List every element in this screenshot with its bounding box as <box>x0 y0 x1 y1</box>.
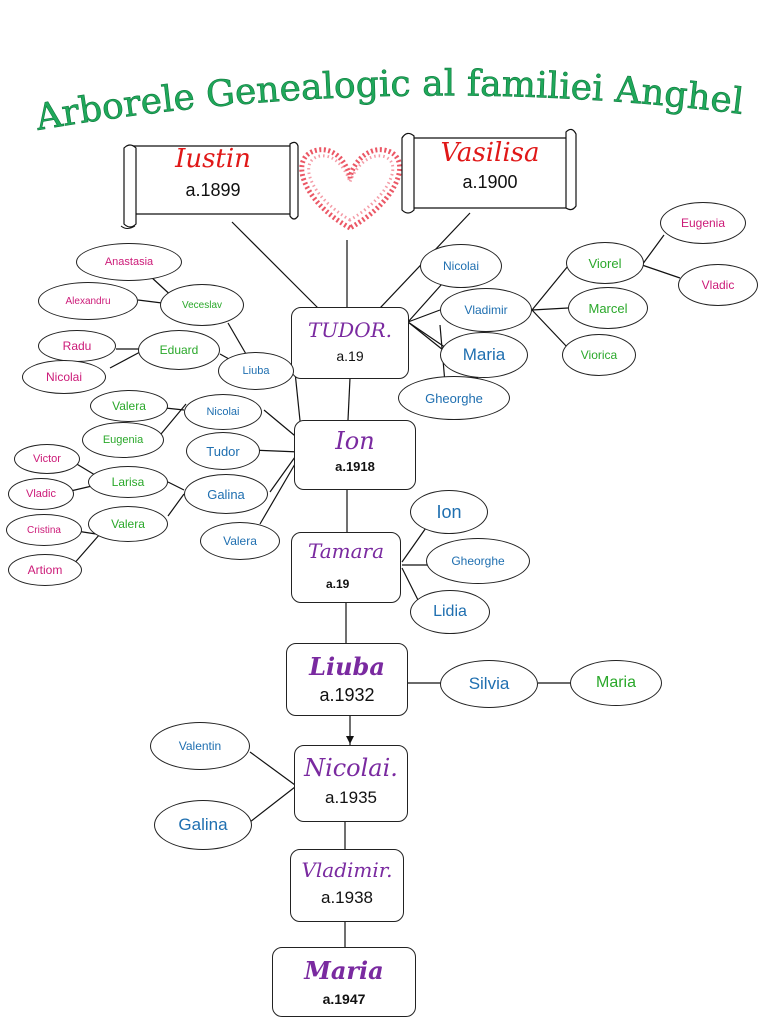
oval-tudor-vladimir: Vladimir <box>440 288 532 332</box>
box-liuba: Liuba a.1932 <box>286 643 408 716</box>
box-liuba-name: Liuba <box>309 652 385 681</box>
box-maria-year: a.1947 <box>322 991 366 1007</box>
oval-veceslav: Veceslav <box>160 284 244 326</box>
oval-artiom: Artiom <box>8 554 82 586</box>
oval-eugenia-right: Eugenia <box>660 202 746 244</box>
oval-valera-b: Valera <box>88 506 168 542</box>
box-nicolai: Nicolai. a.1935 <box>294 745 408 822</box>
ancestor-iustin-name: Iustin <box>175 144 251 174</box>
box-ion-year: a.1918 <box>335 459 375 474</box>
box-nicolai-name: Nicolai. <box>304 754 398 782</box>
oval-valentin: Valentin <box>150 722 250 770</box>
ancestor-vasilisa-name: Vasilisa <box>440 138 540 168</box>
box-maria-name: Maria <box>304 956 384 985</box>
oval-larisa: Larisa <box>88 466 168 498</box>
oval-eugenia-left: Eugenia <box>82 422 164 458</box>
oval-tudor-gheorghe: Gheorghe <box>398 376 510 420</box>
oval-viorica: Viorica <box>562 334 636 376</box>
box-tudor-name: TUDOR. <box>307 318 393 342</box>
box-tudor: TUDOR. a.19 <box>291 307 409 379</box>
oval-victor: Victor <box>14 444 80 474</box>
oval-liuba-left: Liuba <box>218 352 294 390</box>
box-vladimir-year: a.1938 <box>321 888 373 907</box>
scroll-right <box>401 128 577 214</box>
oval-vladic-left: Vladic <box>8 478 74 510</box>
box-ion-name: Ion <box>335 427 375 455</box>
oval-galina-ion: Galina <box>184 474 268 514</box>
box-tamara: Tamara a.19 <box>291 532 401 603</box>
oval-gheorghe-tamara: Gheorghe <box>426 538 530 584</box>
oval-radu: Radu <box>38 330 116 362</box>
oval-vladic-right: Vladic <box>678 264 758 306</box>
svg-text:Arborele Genealogic al familie: Arborele Genealogic al familiei Anghel <box>32 63 746 139</box>
oval-eduard: Eduard <box>138 330 220 370</box>
ancestor-vasilisa: Vasilisa a.1900 <box>414 138 566 193</box>
box-vladimir-name: Vladimir. <box>301 858 393 882</box>
oval-marcel: Marcel <box>568 287 648 329</box>
oval-valera-a: Valera <box>90 390 168 422</box>
heart-icon <box>299 147 403 231</box>
oval-cristina: Cristina <box>6 514 82 546</box>
oval-alexandru: Alexandru <box>38 282 138 320</box>
oval-valera-c: Valera <box>200 522 280 560</box>
oval-nicolai-left: Nicolai <box>22 360 106 394</box>
oval-tudor-ion: Tudor <box>186 432 260 470</box>
oval-nicolai-ion: Nicolai <box>184 394 262 430</box>
diagram-title: Arborele Genealogic al familiei Anghel <box>32 63 747 139</box>
oval-anastasia: Anastasia <box>76 243 182 281</box>
ancestor-iustin-year: a.1899 <box>185 180 241 200</box>
box-vladimir: Vladimir. a.1938 <box>290 849 404 922</box>
box-nicolai-year: a.1935 <box>325 788 377 807</box>
box-tamara-name: Tamara <box>307 539 385 563</box>
oval-maria-right: Maria <box>570 660 662 706</box>
box-tamara-year: a.19 <box>326 577 350 591</box>
oval-silvia: Silvia <box>440 660 538 708</box>
box-maria: Maria a.1947 <box>272 947 416 1017</box>
oval-lidia: Lidia <box>410 590 490 634</box>
box-liuba-year: a.1932 <box>319 685 375 705</box>
scroll-left <box>120 141 299 229</box>
oval-tudor-nicolai: Nicolai <box>420 244 502 288</box>
oval-viorel: Viorel <box>566 242 644 284</box>
ancestor-vasilisa-year: a.1900 <box>462 172 518 192</box>
box-ion: Ion a.1918 <box>294 420 416 490</box>
oval-tudor-maria: Maria <box>440 332 528 378</box>
oval-ion-tamara: Ion <box>410 490 488 534</box>
ancestor-iustin: Iustin a.1899 <box>138 144 288 201</box>
box-tudor-year: a.19 <box>336 348 364 364</box>
oval-galina-nicolai: Galina <box>154 800 252 850</box>
